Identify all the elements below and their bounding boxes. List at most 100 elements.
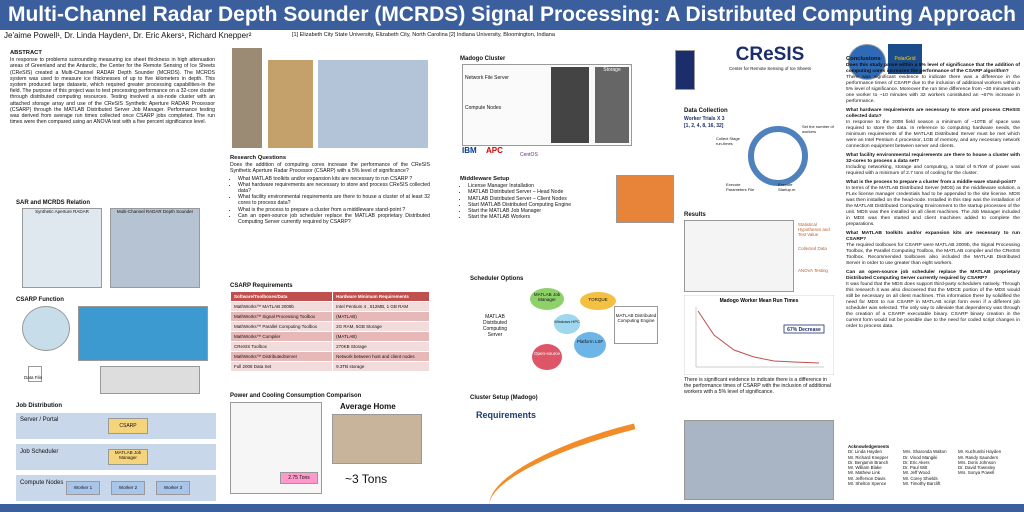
data-collection-heading: Data Collection	[684, 108, 728, 114]
middleware-heading: Middleware Setup	[460, 176, 510, 182]
scheduler-diagram: MATLAB Distributed Computing Server MATL…	[472, 284, 662, 384]
compute-nodes-label: Compute Nodes	[465, 105, 502, 111]
cell: Intel Pentium 4 , 512MB, 1 GB RAM	[332, 301, 430, 312]
field-photo	[268, 60, 313, 148]
ack-name: Dr. David Townsley	[958, 465, 996, 471]
job-heading: Job Distribution	[16, 403, 62, 409]
ack-name: Dr. Vinod Mangiki	[903, 454, 938, 460]
decrease-badge	[783, 324, 825, 334]
research-item: What is the process to prepare a cluster…	[238, 207, 430, 213]
csarp-plot	[78, 306, 208, 361]
poster-title: Multi-Channel Radar Depth Sounder (MCRDS…	[0, 0, 1024, 30]
ack-heading: Acknowledgements	[848, 444, 890, 449]
conclusions-heading: Conclusions	[846, 56, 881, 62]
ack-name: Mr. Timothy Barclift	[903, 481, 941, 487]
cell: Network between host and client nodes	[332, 351, 430, 362]
csarp-cycle	[22, 306, 70, 351]
chart-title: Madogo Worker Mean Run Times	[720, 298, 799, 304]
conclusion-answer: It was found that the MDS does support t…	[846, 282, 1020, 329]
server-label: Server / Portal	[20, 417, 59, 423]
polargrid-text-logo: PolarGrid	[888, 44, 922, 74]
requirements-timeline: Requirements	[472, 402, 672, 507]
compute-label: Compute Nodes	[20, 480, 64, 486]
requirements-label: Requirements	[476, 410, 537, 420]
worker-3: Worker 3	[156, 481, 190, 495]
abstract-text: In response to problems surrounding meas…	[10, 57, 215, 126]
scheduler-label: Job Scheduler	[20, 449, 59, 455]
middleware: Middleware Setup License Manager Install…	[460, 176, 610, 220]
sar-heading: SAR and MCRDS Relation	[16, 200, 91, 206]
conclusions: Conclusions Does this study prove within…	[846, 56, 1020, 330]
runtime-chart: Madogo Worker Mean Run Times 67% Decreas…	[684, 295, 834, 375]
middleware-item: MATLAB Distributed Server – Head Node	[468, 189, 610, 195]
mdcs-label: MATLAB Distributed Computing Server	[482, 314, 508, 338]
ack-name: Mr. Richard Knepper	[848, 454, 889, 460]
ack-name: Mr. Randy Saunders	[958, 454, 999, 460]
power-heading: Power and Cooling Consumption Comparison	[230, 393, 362, 399]
cluster-setup-heading: Cluster Setup (Madogo)	[470, 395, 538, 401]
node-windows-hpc: Windows HPC	[554, 314, 580, 334]
ack-name: Dr. Linda Hayden	[848, 449, 882, 455]
worker-1: Worker 1	[66, 481, 100, 495]
cell: (MATLAB)	[332, 331, 430, 342]
tons-badge: 2.75 Tons	[280, 472, 318, 484]
cell: MathWorks™ Parallel Computing Toolbox	[229, 321, 334, 332]
aircraft-photo	[318, 60, 428, 148]
col-header: Software/Toolboxes/Data	[229, 291, 334, 302]
ack-name: Dr. Eric Akers	[903, 459, 930, 465]
middleware-item: License Manager Installation	[468, 183, 610, 189]
cell: MathWorks™ Compiler	[229, 331, 334, 342]
stats-image	[684, 220, 794, 292]
madogo-heading: Madogo Cluster	[460, 56, 506, 62]
ack-name: Mr. Kuchumbi Hayden	[958, 449, 1002, 455]
conclusion-question: Can an open-source job scheduler replace…	[846, 270, 1020, 281]
cycle-step: Set the number of workers	[802, 124, 834, 134]
rack	[551, 67, 589, 143]
conclusion-question: What is the process to prepare a cluster…	[846, 180, 1017, 185]
research-item: What hardware requirements are necessary…	[238, 182, 430, 194]
cell: MathWorks™ DistributedServer	[229, 351, 334, 362]
job-distribution: Server / Portal Job Scheduler Compute No…	[16, 413, 216, 501]
data-collection-cycle: Set the number of workers Execute Startu…	[716, 120, 838, 204]
conclusion-question: What MATLAB toolkits and/or expansion ki…	[846, 231, 1020, 242]
footer-bar	[0, 504, 1024, 512]
research-item: Can an open-source job scheduler replace…	[238, 213, 430, 225]
research-questions: Research Questions Does the addition of …	[230, 155, 430, 225]
approx-tons: ~3 Tons	[345, 472, 388, 486]
col-header: Hardware Minimum Requirements	[332, 291, 430, 302]
runtime-line	[697, 310, 820, 364]
mcrds-caption: Multi-Channel RADAR Depth Sounder	[116, 209, 194, 214]
sar-image: Synthetic Aperture RADAR	[22, 208, 102, 288]
middleware-item: Start the MATLAB Job Manager	[468, 208, 610, 214]
cell: CReSIS Toolbox	[229, 341, 334, 352]
data-file-label: Data File	[24, 375, 43, 380]
results-heading: Results	[684, 212, 706, 218]
authors: Je'aime Powell¹, Dr. Linda Hayden¹, Dr. …	[4, 31, 252, 40]
middleware-item: MATLAB Distributed Server – Client Nodes	[468, 196, 610, 202]
cell: Full 2008 Data Set	[229, 361, 334, 372]
research-item: What MATLAB toolkits and/or expansion ki…	[238, 176, 430, 182]
worker-2: Worker 2	[111, 481, 145, 495]
home-image	[332, 414, 422, 464]
node-job-manager: MATLAB Job Manager	[530, 288, 564, 310]
ack-name: Mr. William Blake	[848, 465, 882, 471]
apc-logo: APC	[486, 146, 503, 155]
cresis-logo: CReSIS Center for Remote Sensing of Ice …	[700, 44, 840, 80]
ack-name: Mr. Jefferson Davis	[848, 475, 886, 481]
mdce-box: MATLAB Distributed Computing Engine	[614, 306, 658, 344]
cell: MathWorks™ MATLAB 2009b	[229, 301, 334, 312]
csarp-heading: CSARP Function	[16, 297, 64, 303]
worker-trials: Worker Trials X 3	[684, 116, 725, 122]
ecsu-logo	[675, 50, 695, 90]
ack-name: Mr. Shelton Spence	[848, 481, 887, 487]
stat-label: Statistical Hypotheses and Test Value	[798, 222, 830, 237]
affiliations: [1] Elizabeth City State University, Eli…	[292, 32, 555, 38]
research-intro: Does the addition of computing cores inc…	[230, 162, 430, 175]
storage-rack: Storage	[595, 67, 629, 143]
cell: 270KB Storage	[332, 341, 430, 352]
cycle-step: Execute Startup.m	[778, 182, 796, 192]
research-heading: Research Questions	[230, 155, 287, 161]
middleware-item: Start the MATLAB Workers	[468, 214, 610, 220]
centos-logo: CentOS	[520, 152, 538, 158]
